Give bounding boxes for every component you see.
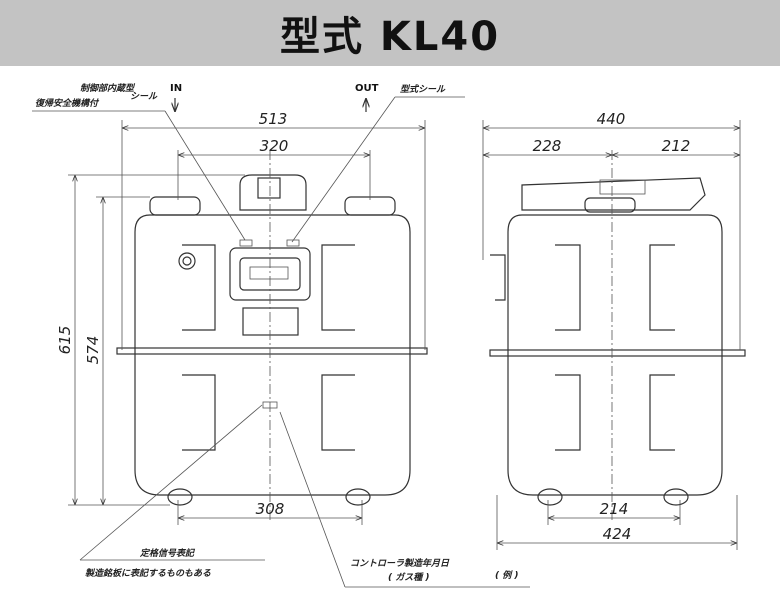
dim-side-width: 440	[597, 110, 626, 128]
side-view	[489, 150, 746, 520]
label-out: OUT	[355, 83, 379, 94]
label-rating-signal: 定格信号表記	[139, 548, 196, 559]
dim-front-bottom: 308	[256, 500, 285, 518]
dim-front-width: 513	[259, 110, 288, 128]
dim-side-right: 212	[662, 137, 691, 155]
dim-front-inner: 320	[260, 137, 289, 155]
label-model-seal: 型式シール	[400, 84, 446, 95]
label-in: IN	[170, 83, 182, 94]
dim-side-bottom: 424	[603, 525, 632, 543]
page-title: 型式 KL40	[279, 14, 501, 60]
label-gas-type: ( ガス種 )	[388, 572, 430, 583]
dim-side-left: 228	[533, 137, 562, 155]
title-bar: 型式 KL40	[0, 0, 780, 66]
label-example: ( 例 )	[495, 570, 519, 581]
dim-side-bottom-inner: 214	[600, 500, 629, 518]
label-control-unit-1: 制御部内蔵型	[80, 83, 136, 94]
label-nameplate-note: 製造銘板に表記するものもある	[85, 568, 211, 579]
label-controller-date: コントローラ製造年月日	[350, 558, 450, 569]
label-control-unit-2: 復帰安全機構付	[35, 98, 100, 109]
dim-height-total: 615	[56, 326, 74, 355]
annotations	[32, 96, 530, 588]
label-seal: シール	[130, 91, 158, 102]
front-view	[116, 150, 428, 520]
dim-height-body: 574	[84, 336, 102, 365]
dimension-lines	[68, 120, 741, 550]
